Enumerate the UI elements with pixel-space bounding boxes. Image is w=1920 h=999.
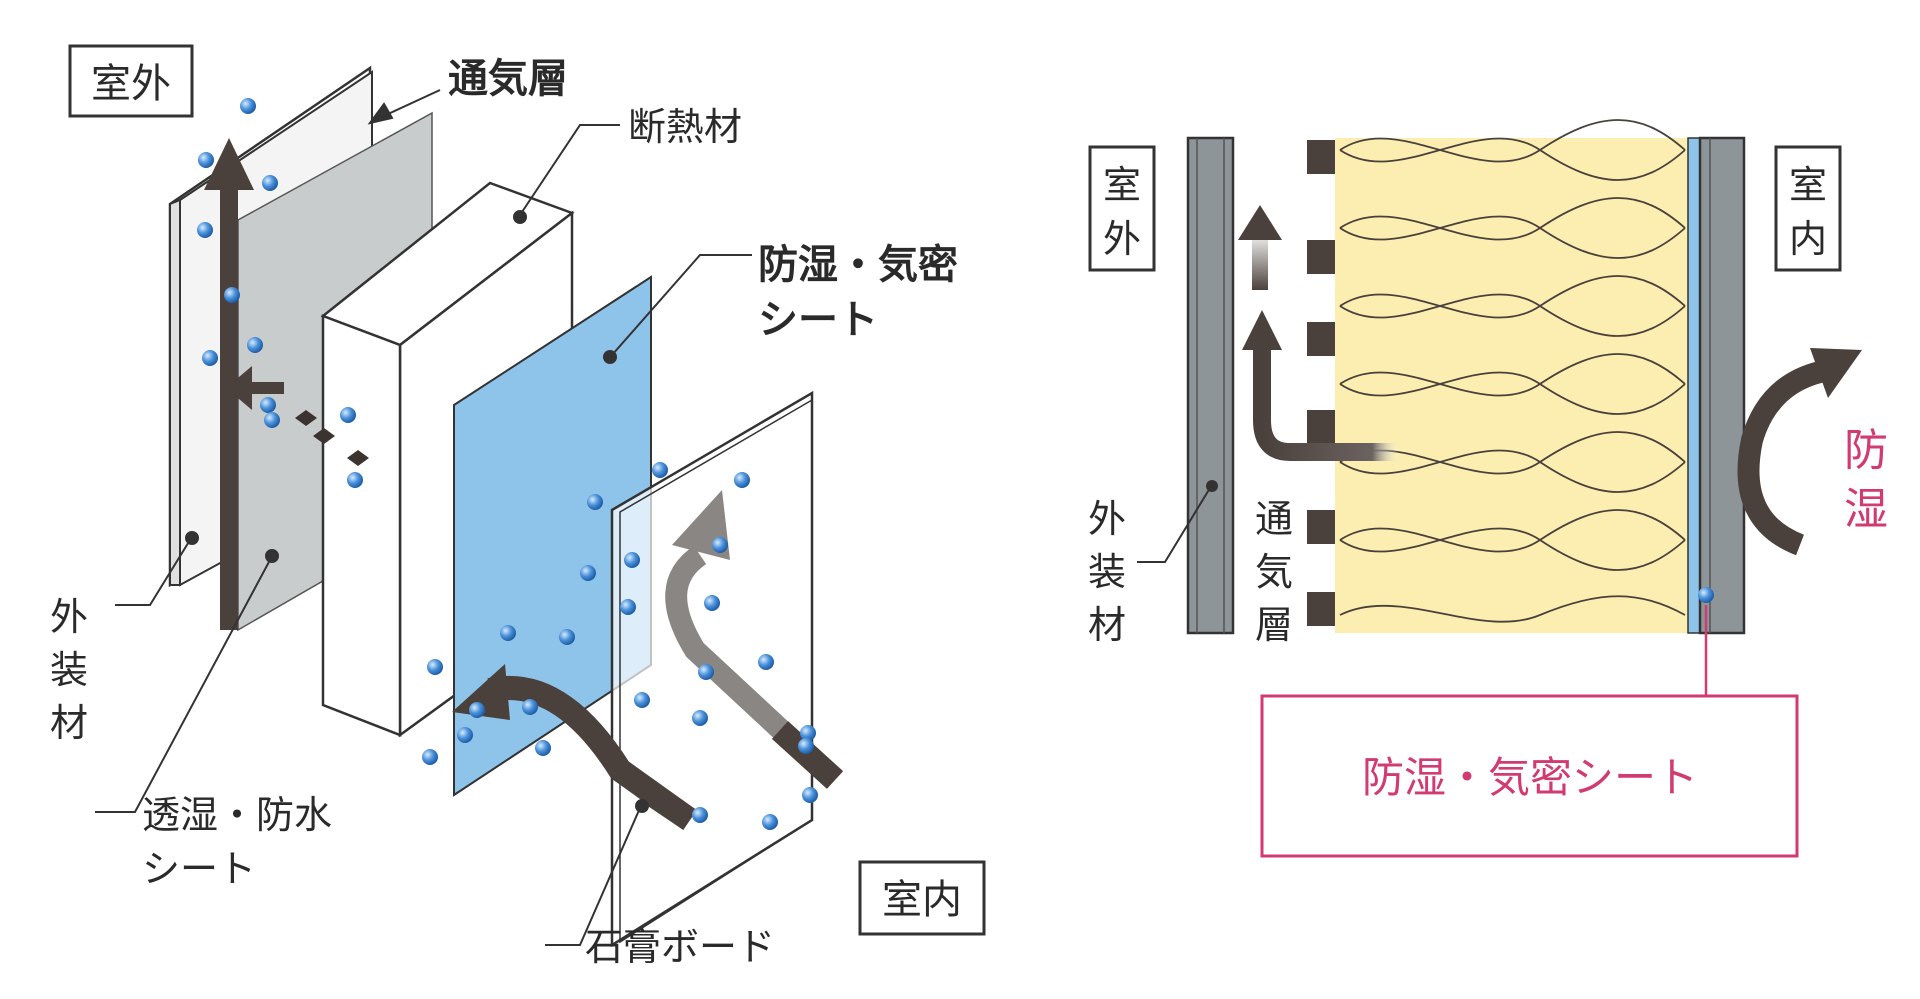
moisture-proof-char-1: 防 [1844, 425, 1888, 476]
gypsum-vapor-arrow [643, 490, 844, 830]
exterior-material-char-1: 外 [50, 595, 88, 639]
svg-text:装: 装 [1088, 550, 1126, 594]
vapor-diamonds [295, 410, 369, 466]
vapor-barrier-callout: 防湿・気密シート [1260, 587, 1799, 858]
svg-text:材: 材 [1088, 603, 1126, 647]
right-diagram: 室 外 [1088, 119, 1888, 858]
indoor-vertical-label: 室 内 [1774, 145, 1842, 272]
outdoor-label: 室外 [91, 61, 171, 107]
exterior-material-char-3: 材 [50, 701, 88, 745]
indoor-label: 室内 [882, 877, 962, 923]
vapor-barrier-label-line2: シート [758, 297, 878, 343]
moisture-blocked-arrow [1737, 348, 1862, 556]
svg-text:内: 内 [1789, 217, 1827, 261]
exterior-wall-section [1186, 136, 1235, 635]
exterior-material-char-2: 装 [50, 648, 88, 692]
interior-board-section [1698, 136, 1746, 635]
battens [1307, 140, 1335, 626]
insulation-label: 断熱材 [628, 105, 742, 149]
breathable-sheet-label-line2: シート [142, 847, 256, 891]
outdoor-label-box: 室外 [68, 44, 194, 118]
vapor-barrier-label-line1: 防湿・気密 [758, 242, 958, 288]
svg-text:通: 通 [1255, 497, 1293, 541]
svg-text:室: 室 [1103, 163, 1141, 207]
ventilation-layer-label: 通気層 [448, 56, 568, 102]
gypsum-board-label: 石膏ボード [585, 925, 775, 969]
vapor-barrier-callout-label: 防湿・気密シート [1362, 753, 1698, 802]
vapor-barrier-section [1687, 137, 1701, 634]
svg-text:外: 外 [1088, 497, 1126, 541]
moisture-proof-char-2: 湿 [1844, 484, 1888, 535]
outdoor-vertical-label: 室 外 [1088, 145, 1156, 272]
svg-text:室: 室 [1789, 163, 1827, 207]
breathable-sheet-label-line1: 透湿・防水 [142, 793, 332, 837]
ventilation-up-arrows [1238, 205, 1400, 461]
exterior-material-leader [1137, 480, 1218, 563]
insulation-section [1335, 119, 1688, 633]
svg-text:気: 気 [1255, 550, 1293, 594]
indoor-label-box: 室内 [858, 860, 986, 936]
left-leader-lines [95, 89, 752, 946]
water-droplets [197, 98, 818, 830]
blocked-vapor-arrow [452, 664, 697, 830]
left-diagram: 室外 [50, 44, 986, 969]
svg-text:外: 外 [1103, 217, 1141, 261]
svg-text:層: 層 [1255, 603, 1293, 647]
